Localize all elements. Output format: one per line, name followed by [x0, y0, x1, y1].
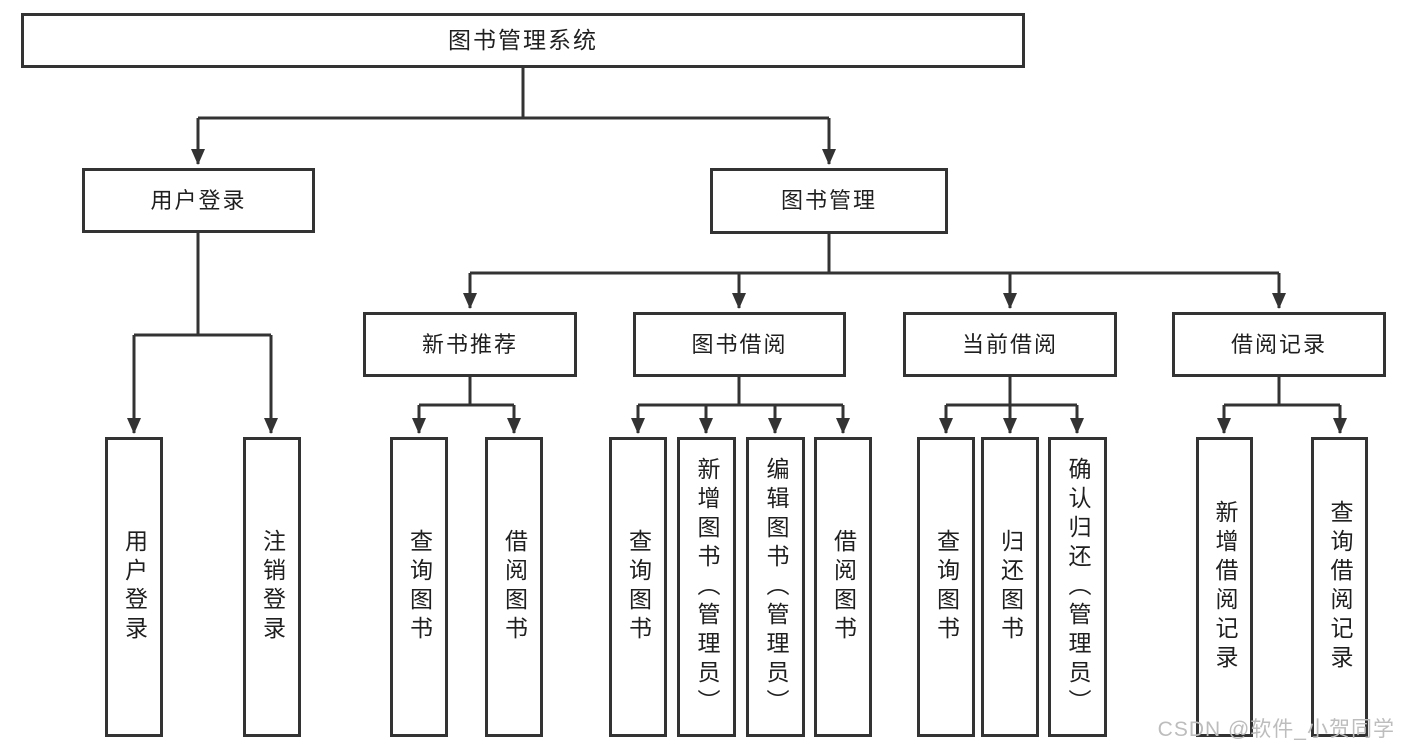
node-book-borrowing: 图书借阅 — [633, 312, 846, 377]
node-borrow-records: 借阅记录 — [1172, 312, 1386, 377]
node-library-management-system: 图书管理系统 — [21, 13, 1025, 68]
leaf-edit-books-admin: 编辑图书（管理员） — [746, 437, 805, 737]
node-book-management: 图书管理 — [710, 168, 948, 234]
leaf-add-borrow-record: 新增借阅记录 — [1196, 437, 1253, 737]
leaf-add-books-admin: 新增图书（管理员） — [677, 437, 736, 737]
leaf-user-login: 用户登录 — [105, 437, 163, 737]
leaf-borrow-books: 借阅图书 — [485, 437, 543, 737]
node-current-borrowing: 当前借阅 — [903, 312, 1117, 377]
connector-group-current-borrow — [939, 377, 1084, 434]
node-new-book-recommend: 新书推荐 — [363, 312, 577, 377]
node-user-login: 用户登录 — [82, 168, 315, 233]
leaf-query-books: 查询图书 — [390, 437, 448, 737]
leaf-query-borrow-record: 查询借阅记录 — [1311, 437, 1368, 737]
leaf-return-books: 归还图书 — [981, 437, 1039, 737]
csdn-watermark: CSDN @软件_小贺同学 — [1157, 718, 1395, 741]
connector-group-new-book — [412, 377, 521, 434]
connector-group-book-borrow — [631, 377, 850, 434]
leaf-confirm-return-admin: 确认归还（管理员） — [1048, 437, 1107, 737]
connector-group-root — [191, 68, 836, 165]
leaf-query-books: 查询图书 — [609, 437, 667, 737]
leaf-query-books: 查询图书 — [917, 437, 975, 737]
connector-group-user-login — [127, 233, 278, 434]
leaf-borrow-books: 借阅图书 — [814, 437, 872, 737]
leaf-logout: 注销登录 — [243, 437, 301, 737]
connector-group-borrow-records — [1217, 377, 1347, 434]
connector-group-book-management — [463, 234, 1286, 309]
